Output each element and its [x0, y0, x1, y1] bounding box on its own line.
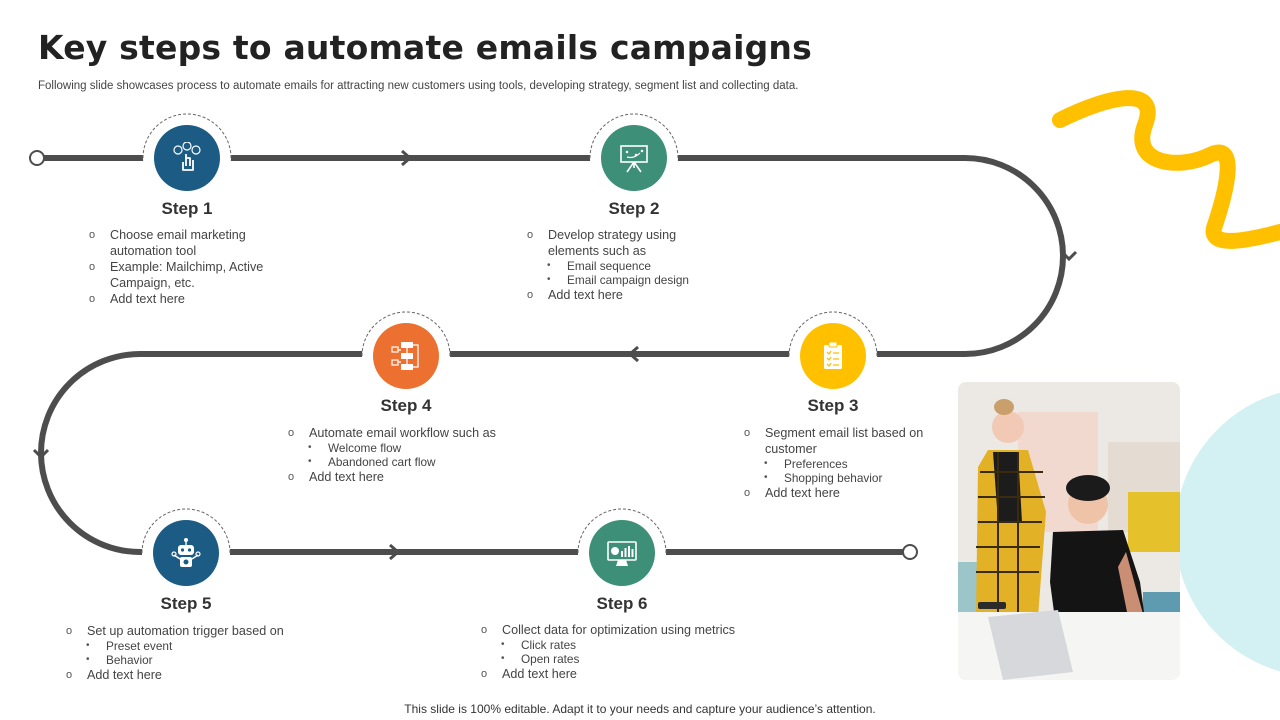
step3-label: Step 3 [773, 396, 893, 416]
footer-note: This slide is 100% editable. Adapt it to… [0, 702, 1280, 716]
yellow-squiggle [1060, 98, 1280, 241]
step5-circle [153, 520, 219, 586]
step3-circle [800, 323, 866, 389]
step2-description: Develop strategy using elements such as … [527, 227, 717, 303]
list-item: Develop strategy using elements such as [527, 227, 717, 259]
step4-circle [373, 323, 439, 389]
list-item: Set up automation trigger based on [66, 623, 346, 639]
sub-list-item: Shopping behavior [744, 471, 934, 485]
sub-list-item: Behavior [66, 653, 346, 667]
step5-label: Step 5 [126, 594, 246, 614]
list-item: Add text here [744, 485, 934, 501]
sub-list-item: Preferences [744, 457, 934, 471]
step6-circle [589, 520, 655, 586]
strategy-board-icon [618, 142, 650, 174]
step1-description: Choose email marketing automation tool E… [89, 227, 279, 307]
teal-decor-circle [1175, 387, 1280, 677]
step1-label: Step 1 [127, 199, 247, 219]
clipboard-list-icon [817, 340, 849, 372]
sub-list-item: Open rates [481, 652, 781, 666]
step5-description: Set up automation trigger based on Prese… [66, 623, 346, 683]
sub-list-item: Preset event [66, 639, 346, 653]
list-item: Collect data for optimization using metr… [481, 622, 781, 638]
step4-description: Automate email workflow such as Welcome … [288, 425, 548, 485]
step4-label: Step 4 [346, 396, 466, 416]
sub-list-item: Click rates [481, 638, 781, 652]
analytics-monitor-icon [606, 537, 638, 569]
list-item: Segment email list based on customer [744, 425, 934, 457]
sub-list-item: Welcome flow [288, 441, 548, 455]
list-item: Add text here [288, 469, 548, 485]
abc-choice-hand-icon [171, 142, 203, 174]
list-item: Automate email workflow such as [288, 425, 548, 441]
people-photo [958, 382, 1180, 680]
list-item: Add text here [89, 291, 279, 307]
list-item: Example: Mailchimp, Active Campaign, etc… [89, 259, 279, 291]
track-end-dot [903, 545, 917, 559]
step6-description: Collect data for optimization using metr… [481, 622, 781, 682]
step6-label: Step 6 [562, 594, 682, 614]
list-item: Add text here [527, 287, 717, 303]
robot-icon [170, 537, 202, 569]
step2-label: Step 2 [574, 199, 694, 219]
sub-list-item: Abandoned cart flow [288, 455, 548, 469]
step3-description: Segment email list based on customer Pre… [744, 425, 934, 501]
list-item: Choose email marketing automation tool [89, 227, 279, 259]
step2-circle [601, 125, 667, 191]
list-item: Add text here [481, 666, 781, 682]
sub-list-item: Email sequence [527, 259, 717, 273]
list-item: Add text here [66, 667, 346, 683]
track-start-dot [30, 151, 44, 165]
step1-circle [154, 125, 220, 191]
sub-list-item: Email campaign design [527, 273, 717, 287]
workflow-icon [390, 340, 422, 372]
